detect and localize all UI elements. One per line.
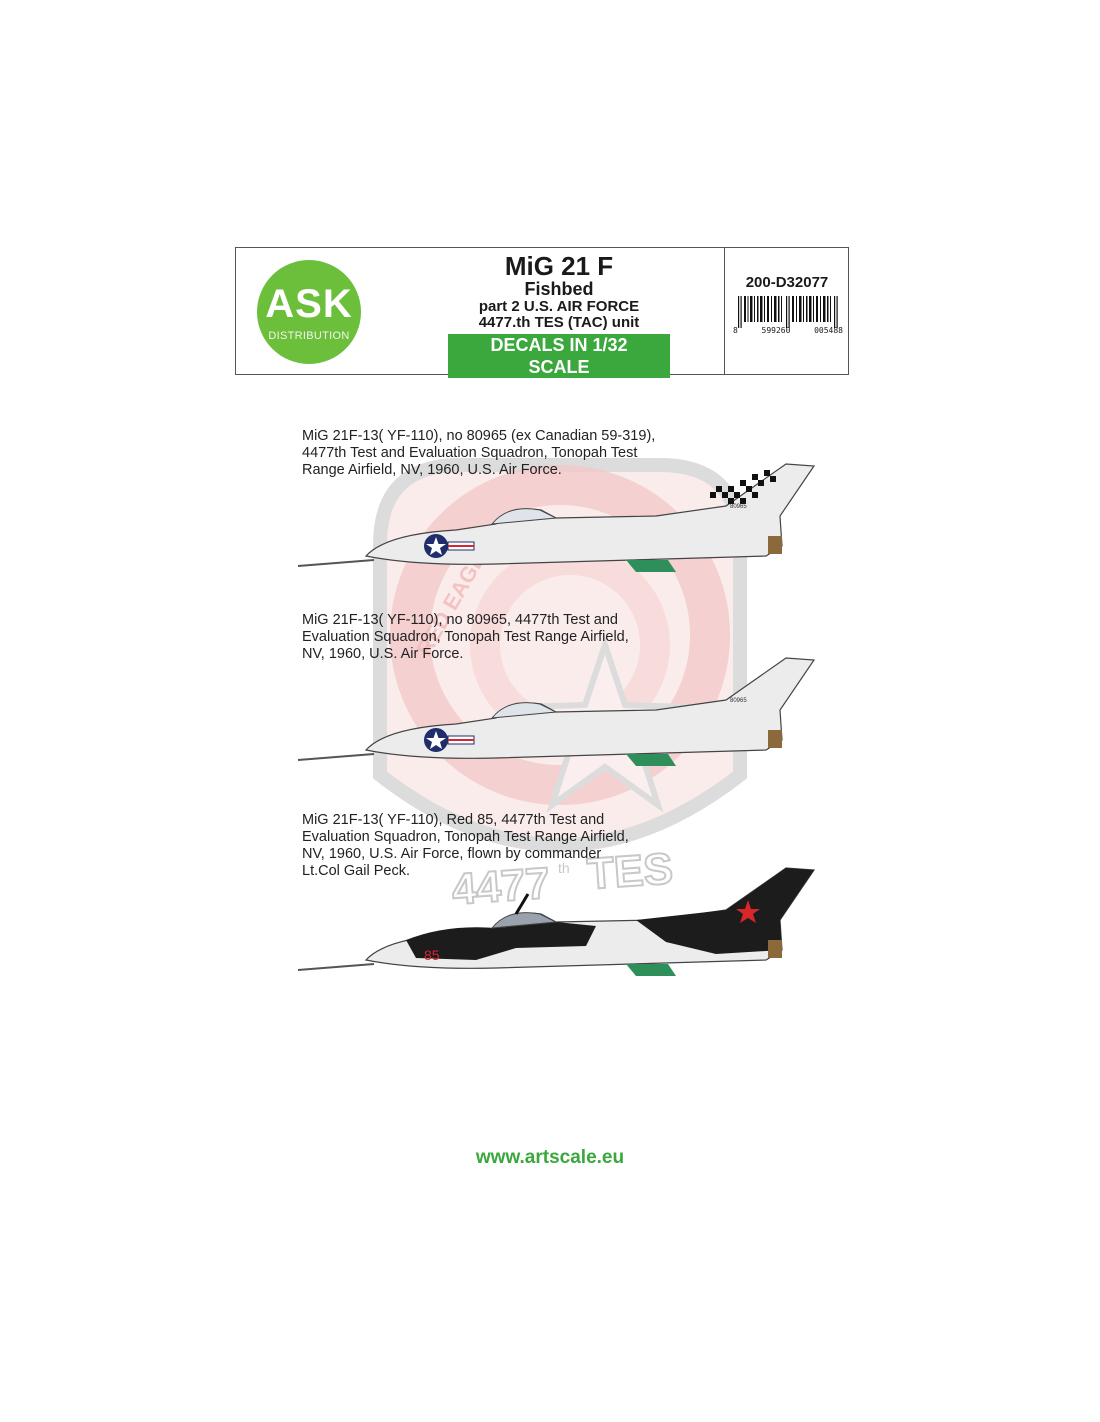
usaf-roundel-icon [424, 534, 475, 558]
product-title: MiG 21 F [504, 251, 614, 281]
barcode-first-digit: 8 [733, 326, 738, 335]
profile-2-caption: MiG 21F-13( YF-110), no 80965, 4477th Te… [302, 612, 629, 662]
product-code: 200-D32077 [745, 274, 829, 291]
barcode-group-2: 005488 [814, 326, 843, 335]
website-url: www.artscale.eu [475, 1147, 625, 1168]
profile-3-aircraft: 85 [297, 867, 816, 976]
product-unit: 4477.th TES (TAC) unit [478, 314, 640, 331]
header-box: ASK DISTRIBUTION MiG 21 F Fishbed part 2… [235, 247, 849, 378]
checkerboard-tail [710, 470, 776, 504]
title-block: MiG 21 F Fishbed part 2 U.S. AIR FORCE 4… [404, 252, 714, 378]
profile-2-aircraft: 80965 [297, 657, 816, 766]
ask-logo: ASK DISTRIBUTION [257, 260, 361, 364]
header-divider [724, 248, 725, 374]
profile-1-caption: MiG 21F-13( YF-110), no 80965 (ex Canadi… [302, 428, 656, 478]
product-subtitle: Fishbed [524, 279, 594, 299]
profile-2-serial: 80965 [730, 698, 747, 704]
profile-1-aircraft: 80965 [297, 463, 816, 572]
logo-brand: ASK [265, 282, 353, 326]
profile-3-nose-number: 85 [424, 947, 440, 963]
usaf-roundel-icon [424, 728, 475, 752]
patch-text-2: TES [586, 844, 675, 899]
profile-3-caption: MiG 21F-13( YF-110), Red 85, 4477th Test… [302, 812, 629, 879]
patch-text: 4477 [450, 859, 551, 915]
product-part: part 2 U.S. AIR FORCE [478, 298, 640, 315]
logo-subtitle: DISTRIBUTION [268, 330, 350, 342]
profile-1-serial: 80965 [730, 504, 747, 510]
scale-banner: DECALS IN 1/32 SCALE [448, 334, 670, 378]
barcode-group-1: 599260 [761, 326, 791, 335]
barcode-icon [738, 296, 838, 328]
barcode-number: 8 599260 005488 [733, 326, 843, 335]
red-star-icon [736, 900, 760, 923]
patch-text-sup: th [558, 860, 570, 876]
